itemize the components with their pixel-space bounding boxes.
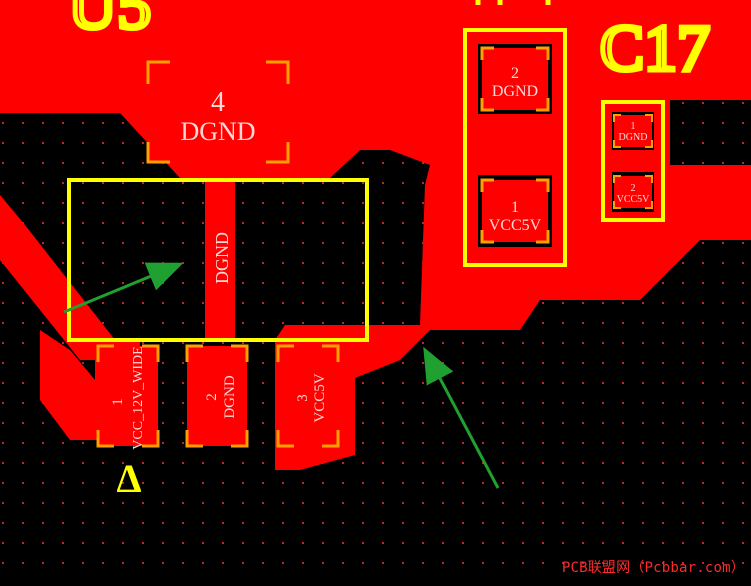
u5-pad1-number: 1 — [110, 398, 126, 406]
watermark: PCB联盟网（Pcbbar.com） — [562, 557, 745, 577]
u5-pad4-number: 4 — [211, 87, 225, 118]
c17-pad2-number: 2 — [631, 183, 636, 194]
pin1-marker: Δ — [116, 456, 141, 501]
cap-pad2-number: 2 — [511, 65, 519, 82]
u5-pad4-net: DGND — [180, 117, 255, 146]
u5-pad3-number: 3 — [295, 394, 311, 402]
u5-pad1[interactable] — [98, 346, 158, 446]
cap-pad1-number: 1 — [511, 199, 519, 216]
c17-pad1-net: DGND — [619, 132, 648, 143]
u5-designator: U5 — [68, 0, 151, 43]
u5-tab-net: DGND — [212, 232, 232, 284]
c17-designator: C17 — [600, 12, 710, 85]
u5-pad1-net: VCC_12V_WIDE — [131, 346, 146, 449]
u5-pad3-net: VCC5V — [312, 373, 328, 422]
cap-pad2-net: DGND — [492, 83, 538, 100]
cap-pad1-net: VCC5V — [489, 217, 542, 234]
c17-pad2-net: VCC5V — [617, 194, 651, 205]
c17-pad1-number: 1 — [631, 121, 636, 132]
u5-pad2-net: DGND — [222, 375, 238, 418]
u5-pad2-number: 2 — [204, 393, 220, 401]
